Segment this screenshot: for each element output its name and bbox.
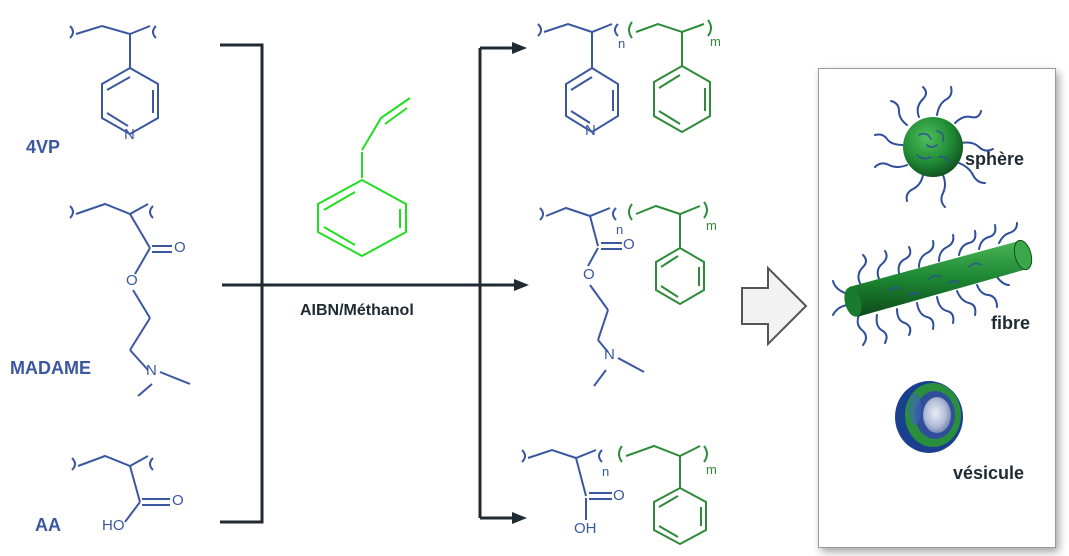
atom-o-aa: O bbox=[172, 492, 184, 509]
reaction-bracket bbox=[220, 43, 515, 524]
subscript-m-product-1: m bbox=[710, 34, 721, 49]
reaction-arrowheads bbox=[512, 42, 529, 524]
label-madame: MADAME bbox=[10, 358, 91, 378]
atom-n-madame: N bbox=[146, 362, 157, 379]
atom-oh-product-3: OH bbox=[574, 520, 597, 537]
label-fibre: fibre bbox=[991, 313, 1031, 333]
label-aa: AA bbox=[35, 515, 61, 535]
atom-o-ester-madame: O bbox=[126, 272, 138, 289]
monomer-madame-structure bbox=[69, 202, 191, 397]
styrene-structure bbox=[317, 97, 411, 258]
subscript-n-product-3: n bbox=[602, 464, 610, 479]
monomer-aa-structure bbox=[71, 454, 170, 523]
atom-o-carbonyl-product-2: O bbox=[623, 236, 635, 253]
subscript-m-product-2: m bbox=[706, 218, 717, 233]
subscript-m-product-3: m bbox=[706, 462, 717, 477]
reaction-conditions: AIBN/Méthanol bbox=[300, 302, 414, 319]
atom-n-product-1: N bbox=[585, 122, 596, 139]
subscript-n-product-1: n bbox=[618, 36, 626, 51]
product-1-structure bbox=[537, 19, 712, 134]
atom-n-4vp: N bbox=[124, 126, 135, 143]
atom-ho-aa: HO bbox=[102, 517, 125, 534]
fibre-micelle-icon bbox=[832, 222, 1033, 346]
label-vesicle: vésicule bbox=[953, 463, 1025, 483]
morphology-illustrations bbox=[832, 86, 1033, 453]
atom-o-carbonyl-madame: O bbox=[174, 239, 186, 256]
atom-o-product-3: O bbox=[613, 487, 625, 504]
atom-o-ester-product-2: O bbox=[583, 266, 595, 283]
product-3-structure bbox=[521, 444, 708, 546]
subscript-n-product-2: n bbox=[616, 222, 624, 237]
label-sphere: sphère bbox=[965, 149, 1025, 169]
atom-n-product-2: N bbox=[604, 346, 615, 363]
label-4vp: 4VP bbox=[26, 137, 61, 157]
sphere-micelle-icon bbox=[874, 86, 994, 208]
vesicle-icon bbox=[895, 381, 963, 453]
self-assembly-arrow bbox=[741, 265, 808, 347]
morphology-panel: sphère fibre vésicule bbox=[818, 68, 1056, 548]
product-2-structure bbox=[539, 201, 708, 387]
monomer-4vp-structure bbox=[69, 24, 159, 136]
